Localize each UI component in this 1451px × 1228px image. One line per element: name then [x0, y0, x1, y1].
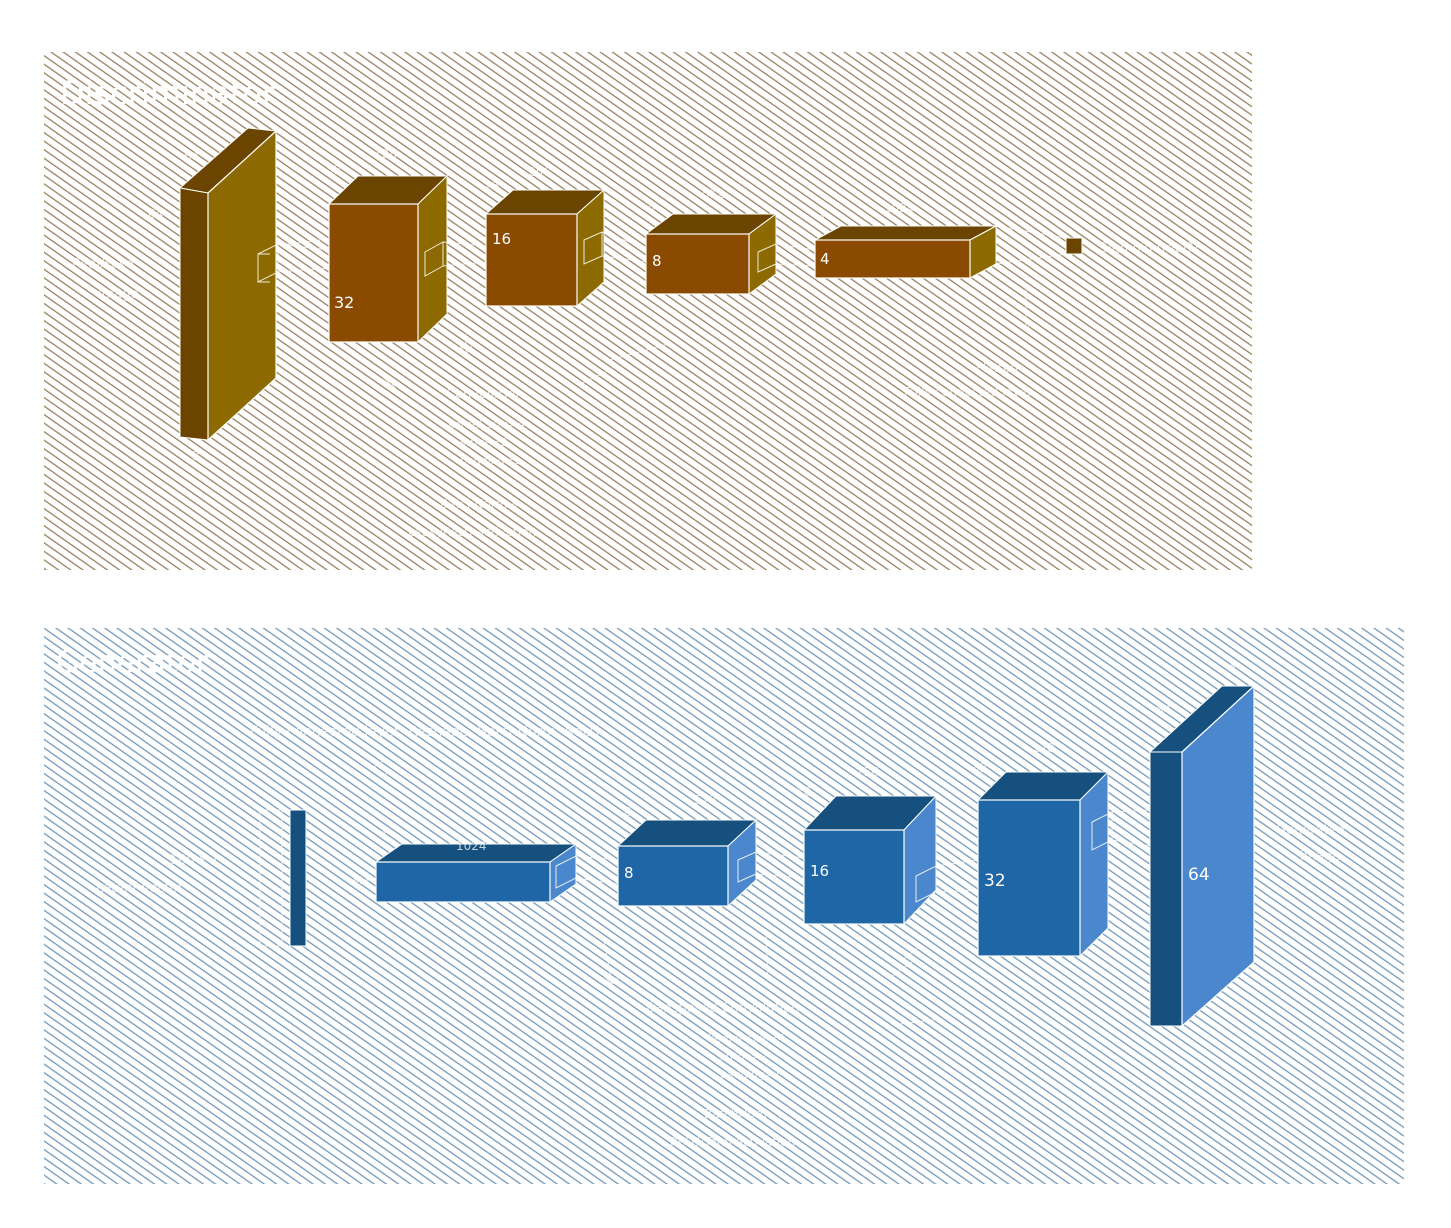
disc-block-8-front: [645, 233, 750, 295]
disc-block-16-label: 16: [492, 230, 511, 248]
gen-connector-4: [1111, 809, 1151, 847]
gen-block-32: [976, 770, 1113, 958]
disc-block-32-label: 32: [334, 293, 354, 312]
gen-block-8: [616, 818, 758, 908]
disc-conv-line-3: padding=1: [460, 454, 521, 467]
disc-flatten-arrow: [1019, 290, 1033, 331]
gen-fc-dim: 1024: [456, 839, 487, 853]
disc-conv-label: Convolution: [446, 387, 524, 402]
disc-block-32-dim-right: 128: [374, 147, 397, 161]
gen-block-16: [802, 794, 938, 926]
disc-block-32: [327, 174, 449, 344]
disc-bn-label-1: BatchNorm +: [440, 497, 521, 511]
gen-fc-dim-top: 4: [380, 828, 387, 841]
disc-block-4: [814, 225, 997, 279]
gen-fc-dim-side: 4: [356, 874, 363, 887]
disc-connector-4: [775, 243, 816, 267]
disc-connector-5: [995, 225, 1067, 265]
gen-block-32-front: [977, 799, 1081, 957]
gen-block-16-dim-left: 16: [796, 785, 811, 799]
disc-block-32-dim-left: 32: [326, 163, 341, 177]
gen-latent-label-2: Latent vector: [96, 881, 184, 896]
disc-input-dim-bottom: 3: [192, 449, 200, 463]
disc-input-front: [207, 129, 277, 442]
gen-latent-arrows: [350, 759, 391, 881]
gen-block-8-dim-left: 8: [624, 805, 632, 819]
gen-connector-2: [755, 851, 805, 879]
disc-input-label-2: image: [98, 287, 139, 302]
disc-block-16-front: [485, 213, 578, 307]
disc-output-neuron: [1065, 237, 1083, 255]
gen-tconv-arrows: [603, 933, 935, 1025]
gen-block-32-dim-right: 128: [1032, 741, 1055, 755]
discriminator-title: Discriminator: [60, 74, 276, 112]
disc-connector-1: [277, 239, 330, 273]
disc-block-4-label: 4: [820, 250, 830, 268]
disc-conv-line-2: stride=2: [460, 436, 508, 449]
generator-panel: Generator Fully connected layer, Reshape…: [44, 628, 1404, 1184]
disc-input-side: [179, 187, 209, 441]
disc-block-16-dim-right: 256: [528, 165, 551, 179]
gen-block-16-label: 16: [810, 862, 829, 880]
gen-block-64-front: [1181, 684, 1255, 1028]
disc-block-4-front: [814, 239, 971, 279]
disc-conv-line-1: kernel_size=4: [448, 418, 525, 431]
gen-tconv-line-2: stride=2: [720, 1050, 768, 1063]
disc-block-8-label: 8: [652, 252, 662, 270]
disc-block-4-dim-left: 4: [818, 211, 826, 225]
disc-bn-label-2: LeakyReLU activation: [408, 525, 536, 539]
disc-block-32-front: [328, 203, 419, 343]
disc-block-16: [484, 188, 606, 308]
gen-tconv-label: Transposed Convolution: [643, 1001, 799, 1016]
disc-connector-3: [601, 231, 647, 263]
gen-block-64-side: [1149, 751, 1183, 1027]
gen-tconv-line-1: kernel_size=4: [708, 1032, 785, 1045]
gen-tconv-line-3: padding=1: [720, 1068, 781, 1081]
disc-conv-arrow-2: [579, 343, 669, 385]
disc-flatten-label-2: Fully connected layer: [904, 385, 1032, 399]
disc-block-8: [644, 213, 778, 295]
gen-block-64: [1148, 684, 1256, 1028]
gen-block-32-dim-left: 32: [972, 761, 987, 775]
disc-block-16-dim-left: 16: [484, 179, 499, 193]
disc-conv-arrow: [379, 334, 473, 393]
gen-block-64-label: 64: [1188, 865, 1210, 885]
gen-connector-3: [935, 859, 979, 893]
discriminator-panel: Discriminator 64 64 3 Real/Fake image 32…: [44, 52, 1252, 570]
disc-input-slab: [178, 127, 290, 442]
gen-block-8-front: [617, 845, 729, 907]
gen-fc-slab: [374, 843, 578, 903]
disc-input-dim-side: 64: [148, 207, 163, 221]
disc-input-dim-top: 64: [184, 149, 199, 163]
gen-block-8-label: 8: [624, 864, 634, 882]
gen-block-8-dim-right: 512: [694, 793, 717, 807]
gen-bn-label-1: BatchNorm +: [704, 1107, 785, 1121]
generator-title: Generator: [56, 645, 209, 680]
gen-latent-vector: [289, 809, 307, 947]
gen-fc-front: [375, 861, 551, 903]
gen-latent-outline: [259, 809, 283, 947]
gen-block-32-label: 32: [984, 871, 1006, 891]
gen-block-64-dim-left: 64: [1156, 703, 1171, 717]
disc-connector-2: [442, 241, 487, 267]
disc-block-8-dim-right: 512: [702, 187, 725, 201]
gen-block-16-front: [803, 829, 905, 925]
disc-block-4-dim-right: 1024: [884, 201, 915, 215]
disc-block-4-top: [814, 225, 997, 241]
gen-fc-label: Fully connected layer, Reshape, BatchNor…: [250, 724, 600, 740]
gen-block-64-dim-right: 3: [1228, 659, 1236, 673]
gen-connector-1: [575, 855, 619, 885]
gen-output-label-2: image: [1300, 849, 1341, 864]
gen-block-32-side: [1079, 770, 1109, 958]
disc-flatten-label-1: Flatten: [976, 361, 1018, 375]
disc-input-label-1: Real/Fake: [72, 257, 134, 272]
disc-block-8-dim-left: 8: [648, 199, 656, 213]
disc-output-label: Sigmoid (real?): [1100, 241, 1198, 256]
gen-block-16-dim-right: 256: [856, 765, 879, 779]
gen-bn-label-2: ReLU/Tanh activation: [670, 1135, 795, 1149]
gen-output-label-1: Generated: [1276, 823, 1345, 838]
gen-latent-label-1: 100 x 1: [170, 853, 219, 868]
